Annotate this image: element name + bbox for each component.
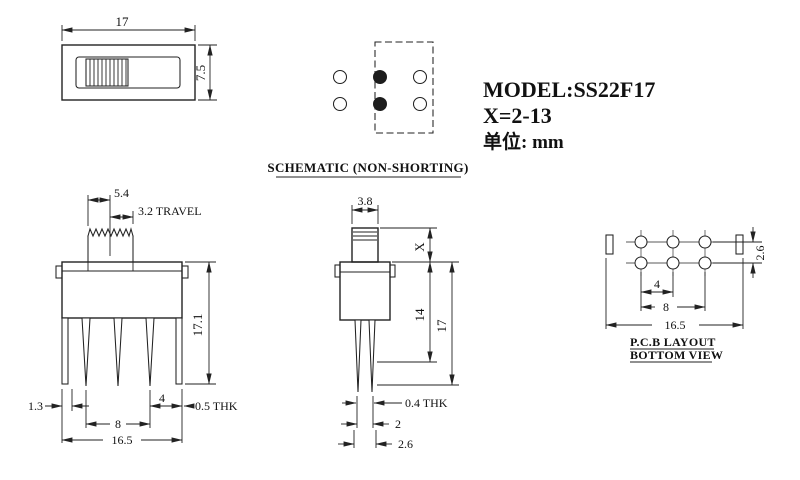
dim-top-height: 7.5 <box>193 65 208 81</box>
schematic-view: SCHEMATIC (NON-SHORTING) <box>267 41 468 178</box>
dim-pin-outer-span: 2.6 <box>398 437 413 451</box>
pcb-pads <box>634 235 712 270</box>
dim-pin-pitch: 2 <box>395 417 401 431</box>
side-view-dimensions: 3.8 X 14 17 0.4 THK 2 2.6 <box>338 194 459 451</box>
dim-overall-width: 16.5 <box>665 318 686 332</box>
dim-front-height: 17.1 <box>190 314 205 337</box>
dim-knob-depth: 3.8 <box>358 194 373 208</box>
side-pin-1 <box>354 319 362 393</box>
pin-1 <box>81 317 91 387</box>
title-block: MODEL:SS22F17 X=2-13 单位: mm <box>483 77 655 153</box>
top-view-dimensions: 17 7.5 <box>61 14 217 101</box>
side-view: 3.8 X 14 17 0.4 THK 2 2.6 <box>334 194 459 451</box>
pcb-dimensions: 2.6 4 8 16.5 <box>605 227 767 332</box>
slider-contact-box <box>374 41 434 134</box>
switch-body-front <box>61 261 183 319</box>
dim-top-length: 17 <box>116 14 130 29</box>
mount-slot-right <box>735 234 744 255</box>
left-ear <box>55 265 63 279</box>
mount-slot-left <box>605 234 614 255</box>
dim-bracket-thk: 0.5 THK <box>195 399 238 413</box>
dim-pin-to-bracket: 4 <box>159 391 165 405</box>
dim-total-height: 17 <box>434 319 449 333</box>
switch-body-side <box>339 261 391 321</box>
side-ear-right <box>389 264 396 278</box>
dim-col-span: 8 <box>663 300 669 314</box>
pcb-caption-line1: P.C.B LAYOUT <box>630 335 716 349</box>
dim-pin-span: 8 <box>115 417 121 431</box>
dim-knob-height-x: X <box>412 242 427 252</box>
slider-slot <box>75 56 181 89</box>
dim-body-width: 16.5 <box>112 433 133 447</box>
pin-2 <box>113 317 123 387</box>
pin-3 <box>145 317 155 387</box>
left-bracket-leg <box>61 317 69 385</box>
dim-edge-to-pin: 1.3 <box>28 399 43 413</box>
dim-upper-height: 14 <box>412 308 427 322</box>
front-view-dimensions: 5.4 3.2 TRAVEL 17.1 1.3 4 0.5 THK 8 <box>28 186 238 447</box>
slider-knob-top <box>85 58 129 87</box>
dim-knob-width: 5.4 <box>114 186 129 200</box>
right-ear <box>181 265 189 279</box>
dim-travel: 3.2 TRAVEL <box>138 204 202 218</box>
units-note: 单位: mm <box>483 130 564 153</box>
knob-side <box>351 227 379 263</box>
side-pin-2 <box>368 319 376 393</box>
knob-serrations <box>87 227 134 238</box>
dim-col-pitch: 4 <box>654 277 660 291</box>
dim-row-pitch: 2.6 <box>753 246 767 261</box>
model-number: MODEL:SS22F17 <box>483 77 655 102</box>
right-bracket-leg <box>175 317 183 385</box>
knob-hatch <box>89 59 127 86</box>
pcb-layout-view: 2.6 4 8 16.5 P.C.B LAYOUT BOTTOM VIEW <box>605 227 767 363</box>
top-view: 17 7.5 <box>61 14 217 101</box>
side-ear-left <box>334 264 341 278</box>
front-view: 5.4 3.2 TRAVEL 17.1 1.3 4 0.5 THK 8 <box>28 186 238 447</box>
schematic-terminals <box>332 69 428 112</box>
pcb-caption-line2: BOTTOM VIEW <box>630 348 723 362</box>
switch-body-top-outline <box>61 44 196 101</box>
dim-pin-thk: 0.4 THK <box>405 396 448 410</box>
x-range: X=2-13 <box>483 103 552 128</box>
schematic-caption: SCHEMATIC (NON-SHORTING) <box>267 160 468 175</box>
